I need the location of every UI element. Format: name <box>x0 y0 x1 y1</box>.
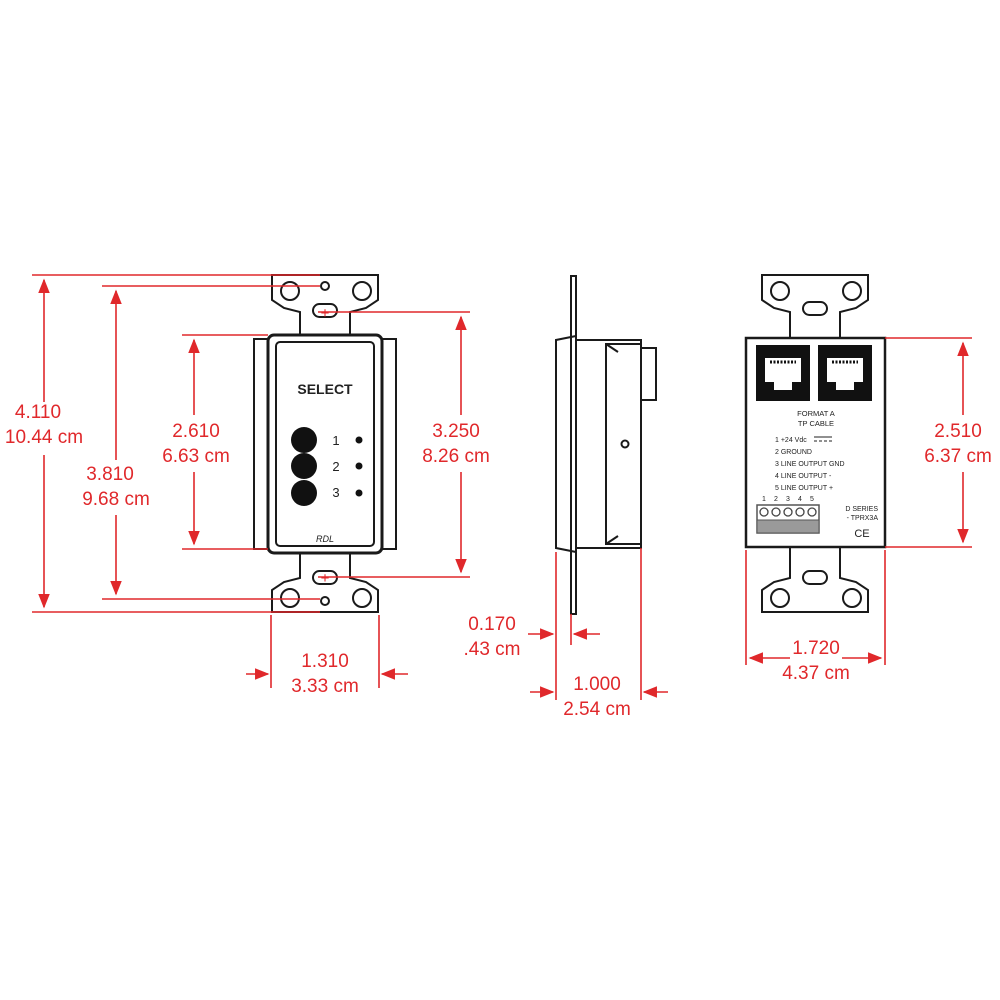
cable-format-title: FORMAT A <box>797 409 835 418</box>
ce-mark-icon: CE <box>854 528 869 540</box>
back-top-ear-hole-right <box>842 281 862 301</box>
side-view <box>555 275 657 615</box>
panel-width-cm: 3.33 cm <box>291 676 359 697</box>
rj45-jack-right <box>818 345 872 401</box>
select-button-3[interactable] <box>291 480 317 506</box>
panel-height-cm: 6.63 cm <box>162 446 230 467</box>
side-panel-lip <box>555 335 577 553</box>
terminal-number-2: 2 <box>774 496 778 503</box>
panel-title: SELECT <box>297 381 353 397</box>
back-bottom-ear-hole-left <box>770 588 790 608</box>
hole-spacing-cm: 9.68 cm <box>82 489 150 510</box>
back-bottom-slot <box>802 570 828 585</box>
select-button-2[interactable] <box>291 453 317 479</box>
depth-cm: 2.54 cm <box>563 699 631 720</box>
pinout-line-1: 1 +24 Vdc <box>775 437 807 444</box>
terminal-number-4: 4 <box>798 496 802 503</box>
side-housing <box>575 339 642 549</box>
back-bottom-ear <box>761 546 869 613</box>
back-top-ear <box>761 274 869 341</box>
front-top-ear-hole-left <box>280 281 300 301</box>
button-label-2: 2 <box>332 459 339 474</box>
dimension-labels: 4.110 10.44 cm 3.810 9.68 cm 2.610 6.63 … <box>5 402 992 720</box>
housing-height-in: 3.250 <box>432 421 480 442</box>
led-indicator-1 <box>355 436 363 444</box>
select-button-1[interactable] <box>291 427 317 453</box>
pinout-line-5: 5 LINE OUTPUT + <box>775 485 833 492</box>
front-bottom-screw <box>320 596 330 606</box>
back-bottom-ear-hole-right <box>842 588 862 608</box>
dimension-lines: + + <box>32 274 972 700</box>
button-label-1: 1 <box>332 433 339 448</box>
side-screw-hole <box>620 439 630 449</box>
plus-marker-bottom: + <box>321 570 330 587</box>
dc-symbol-icon <box>814 436 832 442</box>
overall-height-in: 4.110 <box>15 402 61 423</box>
back-view: FORMAT A TP CABLE 1 +24 Vdc 2 GROUND 3 L… <box>744 274 887 613</box>
front-panel-inner <box>275 341 375 547</box>
front-top-screw <box>320 281 330 291</box>
front-top-ear-hole-right <box>352 281 372 301</box>
front-bottom-ear-hole-right <box>352 588 372 608</box>
side-chamfer-top <box>605 343 619 353</box>
plate-thickness-in: 0.170 <box>468 614 516 635</box>
back-width-in: 1.720 <box>792 638 840 659</box>
housing-height-cm: 8.26 cm <box>422 446 490 467</box>
back-height-in: 2.510 <box>934 421 982 442</box>
side-chamfer-bottom <box>605 535 619 545</box>
terminal-number-3: 3 <box>786 496 790 503</box>
plus-marker-top: + <box>321 305 330 322</box>
rj45-jack-left <box>756 345 810 401</box>
cable-format-subtitle: TP CABLE <box>798 419 834 428</box>
back-width-cm: 4.37 cm <box>782 663 850 684</box>
panel-height-in: 2.610 <box>172 421 220 442</box>
back-height-cm: 6.37 cm <box>924 446 992 467</box>
model-label: - TPRX3A <box>847 515 879 522</box>
led-indicator-2 <box>355 462 363 470</box>
depth-in: 1.000 <box>573 674 621 695</box>
pinout-line-2: 2 GROUND <box>775 449 812 456</box>
terminal-block: 1 2 3 4 5 <box>756 496 820 534</box>
front-panel-outer <box>266 333 384 555</box>
panel-width-in: 1.310 <box>301 651 349 672</box>
pinout-line-3: 3 LINE OUTPUT GND <box>775 461 845 468</box>
terminal-number-5: 5 <box>810 496 814 503</box>
back-top-slot <box>802 301 828 316</box>
back-top-ear-hole-left <box>770 281 790 301</box>
rdl-logo: RDL <box>316 534 334 544</box>
led-indicator-3 <box>355 489 363 497</box>
front-bottom-ear-hole-left <box>280 588 300 608</box>
terminal-number-1: 1 <box>762 496 766 503</box>
button-label-3: 3 <box>332 485 339 500</box>
series-label: D SERIES <box>845 506 878 513</box>
side-connector-block <box>640 347 657 401</box>
pinout-line-4: 4 LINE OUTPUT - <box>775 473 832 480</box>
front-view: SELECT 1 2 3 RDL <box>253 274 397 613</box>
plate-thickness-cm: .43 cm <box>463 639 520 660</box>
front-top-slot <box>312 303 338 318</box>
side-housing-inner <box>605 343 642 545</box>
overall-height-cm: 10.44 cm <box>5 427 83 448</box>
hole-spacing-in: 3.810 <box>86 464 134 485</box>
